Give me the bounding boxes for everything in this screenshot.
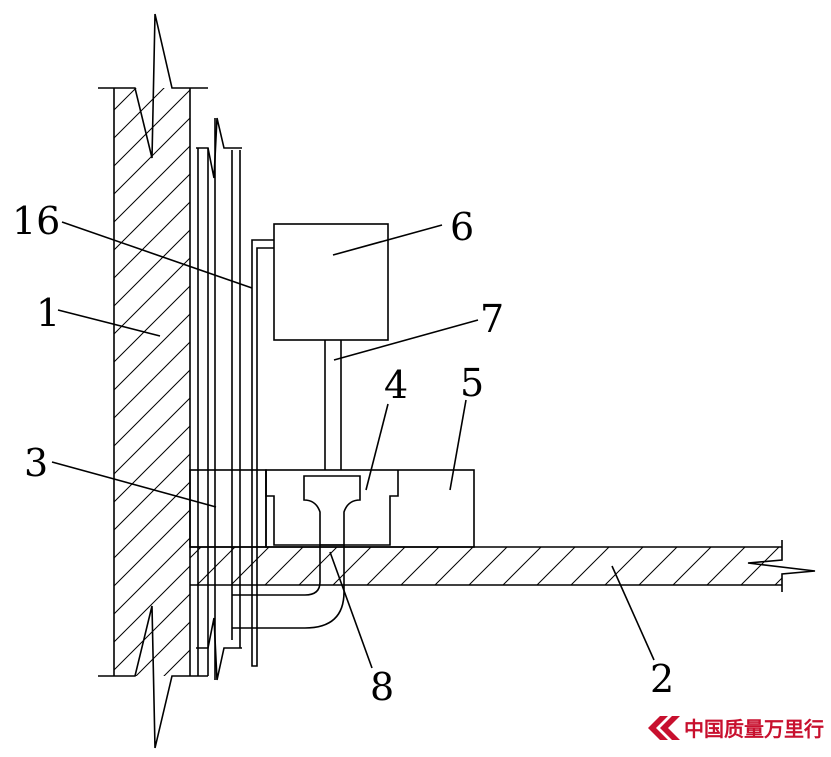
leader-8 — [329, 551, 373, 669]
rod-part-7 — [324, 340, 342, 470]
leader-1 — [57, 309, 161, 337]
watermark: 中国质量万里行 — [648, 716, 824, 741]
leader-16 — [61, 221, 253, 289]
leader-6 — [332, 224, 443, 256]
leader-2 — [611, 565, 655, 661]
base-block-part-3 — [189, 469, 267, 548]
wall-part-1 — [98, 13, 208, 749]
housing-part-4 — [265, 470, 399, 546]
leader-lines — [51, 221, 655, 669]
pipe-part-16 — [251, 239, 274, 667]
label-16: 16 — [12, 199, 60, 243]
drain-pipe-part-8 — [232, 545, 345, 629]
label-7: 7 — [480, 297, 504, 341]
vertical-channel — [196, 117, 242, 681]
label-5: 5 — [460, 361, 484, 405]
label-3: 3 — [24, 441, 48, 485]
label-6: 6 — [450, 205, 474, 249]
leader-7 — [333, 319, 479, 361]
leader-4 — [365, 403, 389, 491]
watermark-text: 中国质量万里行 — [684, 717, 824, 741]
label-4: 4 — [384, 363, 408, 407]
label-8: 8 — [370, 665, 394, 709]
part-labels: 16 1 3 6 7 4 5 8 2 — [12, 199, 674, 709]
double-chevron-logo-icon — [648, 716, 680, 740]
label-2: 2 — [650, 657, 674, 701]
label-1: 1 — [36, 291, 60, 335]
box-part-6 — [273, 223, 389, 341]
leader-3 — [51, 461, 217, 508]
slab-part-2 — [190, 540, 816, 592]
leader-5 — [449, 399, 467, 491]
base-block-part-5 — [265, 469, 475, 548]
